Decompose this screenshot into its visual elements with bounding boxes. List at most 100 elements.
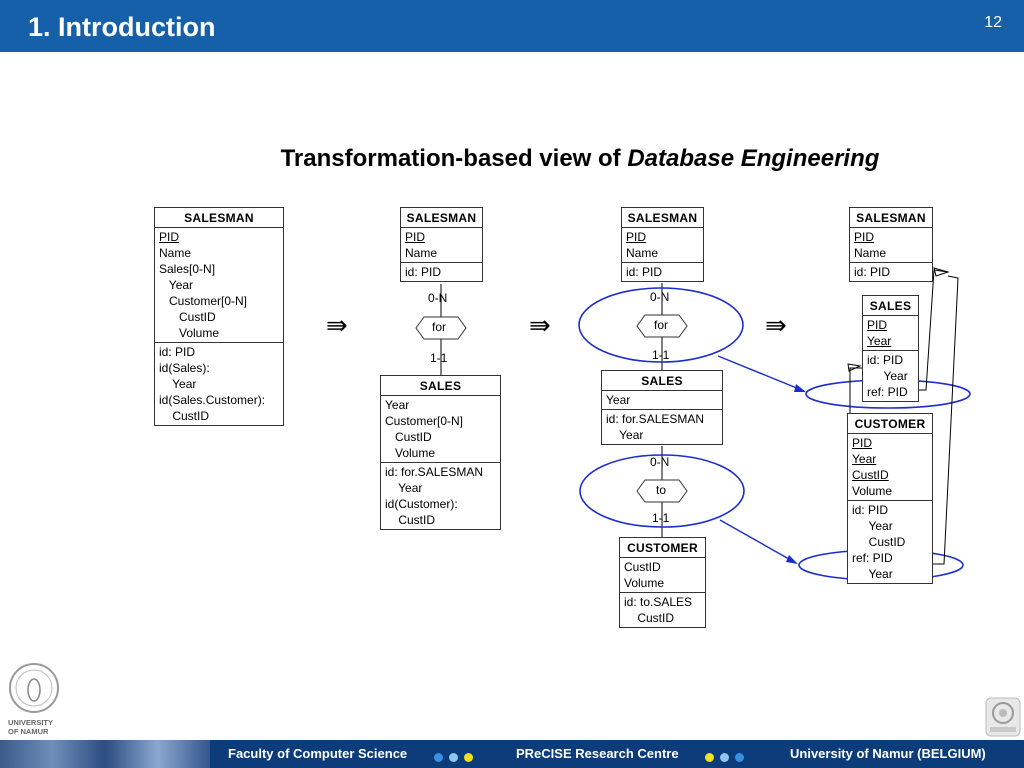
entity-name: SALESMAN bbox=[622, 208, 703, 228]
cardinality-label: 0-N bbox=[650, 455, 670, 469]
attribute: Name bbox=[854, 246, 887, 260]
schema3-customer: CUSTOMER CustID Volume id: to.SALES Cust… bbox=[619, 537, 706, 628]
attribute: Volume bbox=[385, 446, 436, 460]
precise-logo-icon bbox=[985, 697, 1021, 737]
entity-name: SALES bbox=[381, 376, 500, 396]
attribute: PID bbox=[626, 230, 647, 244]
attribute: CustID bbox=[159, 310, 216, 324]
attribute: PID bbox=[852, 436, 873, 450]
identifier: id: for.SALESMAN bbox=[385, 465, 484, 479]
identifier: id(Customer): bbox=[385, 497, 458, 511]
university-seal-icon bbox=[9, 663, 59, 713]
footer-dots-1 bbox=[434, 749, 479, 767]
identifier: CustID bbox=[624, 611, 675, 625]
entity-name: SALESMAN bbox=[401, 208, 482, 228]
schema4-sales: SALES PID Year id: PID Year ref: PID bbox=[862, 295, 919, 402]
identifier: id: PID bbox=[405, 265, 442, 279]
dot-icon bbox=[464, 753, 473, 762]
schema3-sales: SALES Year id: for.SALESMAN Year bbox=[601, 370, 723, 445]
identifier: id: PID bbox=[854, 265, 891, 279]
transform-arrow-1: ⇛ bbox=[326, 310, 348, 340]
entity-name: CUSTOMER bbox=[620, 538, 705, 558]
entity-name: SALESMAN bbox=[155, 208, 283, 228]
dot-icon bbox=[705, 753, 714, 762]
identifier: id: PID bbox=[867, 353, 904, 367]
identifier-list: id: PID Year CustID ref: PID Year bbox=[848, 501, 932, 583]
footer-university: University of Namur (BELGIUM) bbox=[790, 746, 986, 761]
cardinality-label: 1-1 bbox=[430, 351, 448, 365]
attribute: Year bbox=[867, 334, 892, 348]
identifier-list: id: PID bbox=[622, 263, 703, 281]
identifier-list: id: PID id(Sales): Year id(Sales.Custome… bbox=[155, 343, 283, 425]
attribute: CustID bbox=[624, 560, 661, 574]
entity-name: SALESMAN bbox=[850, 208, 932, 228]
attribute: PID bbox=[159, 230, 180, 244]
attribute-list: PID Name bbox=[850, 228, 932, 263]
slide-header: 1. Introduction 12 bbox=[0, 0, 1024, 52]
attribute: CustID bbox=[385, 430, 432, 444]
identifier: CustID bbox=[385, 513, 436, 527]
attribute-list: CustID Volume bbox=[620, 558, 705, 593]
identifier: Year bbox=[385, 481, 423, 495]
attribute: Customer[0-N] bbox=[385, 414, 464, 428]
identifier-list: id: PID bbox=[850, 263, 932, 281]
cardinality-label: 1-1 bbox=[652, 511, 670, 525]
attribute: Year bbox=[852, 452, 877, 466]
attribute-list: PID Name Sales[0-N] Year Customer[0-N] C… bbox=[155, 228, 283, 343]
identifier: id: to.SALES bbox=[624, 595, 693, 609]
cardinality-label: 0-N bbox=[428, 291, 448, 305]
schema4-customer: CUSTOMER PID Year CustID Volume id: PID … bbox=[847, 413, 933, 584]
identifier-list: id: to.SALES CustID bbox=[620, 593, 705, 627]
precise-logo bbox=[984, 696, 1022, 738]
footer-dots-2 bbox=[705, 749, 750, 767]
attribute-list: Year bbox=[602, 391, 722, 410]
attribute: Year bbox=[159, 278, 194, 292]
dot-icon bbox=[720, 753, 729, 762]
attribute: Year bbox=[385, 398, 410, 412]
attribute-list: PID Name bbox=[401, 228, 482, 263]
identifier: Year bbox=[867, 369, 908, 383]
attribute: Volume bbox=[624, 576, 665, 590]
attribute: Volume bbox=[159, 326, 220, 340]
attribute: Name bbox=[405, 246, 438, 260]
slide-subtitle: Transformation-based view of Database En… bbox=[0, 145, 1024, 173]
transform-arrow-2: ⇛ bbox=[529, 310, 551, 340]
attribute: Volume bbox=[852, 484, 893, 498]
attribute-list: PID Name bbox=[622, 228, 703, 263]
identifier: id: for.SALESMAN bbox=[606, 412, 705, 426]
attribute-list: Year Customer[0-N] CustID Volume bbox=[381, 396, 500, 463]
attribute: Name bbox=[626, 246, 659, 260]
identifier: Year bbox=[852, 519, 893, 533]
relationship-label: to bbox=[656, 483, 667, 497]
attribute: PID bbox=[854, 230, 875, 244]
subtitle-plain: Transformation-based view of bbox=[280, 145, 628, 172]
relationship-label: for bbox=[432, 320, 447, 334]
transform-arrow-3: ⇛ bbox=[765, 310, 787, 340]
identifier-list: id: PID Year ref: PID bbox=[863, 351, 918, 401]
attribute-list: PID Year CustID Volume bbox=[848, 434, 932, 501]
identifier: Year bbox=[852, 567, 893, 581]
schema1-salesman: SALESMAN PID Name Sales[0-N] Year Custom… bbox=[154, 207, 284, 426]
attribute-list: PID Year bbox=[863, 316, 918, 351]
identifier: id: PID bbox=[159, 345, 196, 359]
schema2-salesman: SALESMAN PID Name id: PID bbox=[400, 207, 483, 282]
relationship-label: for bbox=[654, 318, 669, 332]
identifier: id: PID bbox=[852, 503, 889, 517]
slide-title: 1. Introduction bbox=[28, 12, 216, 42]
identifier: ref: PID bbox=[852, 551, 893, 565]
footer-centre: PReCISE Research Centre bbox=[516, 746, 679, 761]
identifier: id(Sales.Customer): bbox=[159, 393, 266, 407]
entity-name: CUSTOMER bbox=[848, 414, 932, 434]
identifier-list: id: for.SALESMAN Year bbox=[602, 410, 722, 444]
attribute: Sales[0-N] bbox=[159, 262, 216, 276]
attribute: PID bbox=[405, 230, 426, 244]
dot-icon bbox=[434, 753, 443, 762]
attribute: PID bbox=[867, 318, 888, 332]
identifier: CustID bbox=[159, 409, 210, 423]
attribute: Name bbox=[159, 246, 192, 260]
dot-icon bbox=[449, 753, 458, 762]
cardinality-label: 1-1 bbox=[652, 348, 670, 362]
identifier-list: id: for.SALESMAN Year id(Customer): Cust… bbox=[381, 463, 500, 529]
footer-bar: Faculty of Computer Science PReCISE Rese… bbox=[0, 740, 1024, 768]
